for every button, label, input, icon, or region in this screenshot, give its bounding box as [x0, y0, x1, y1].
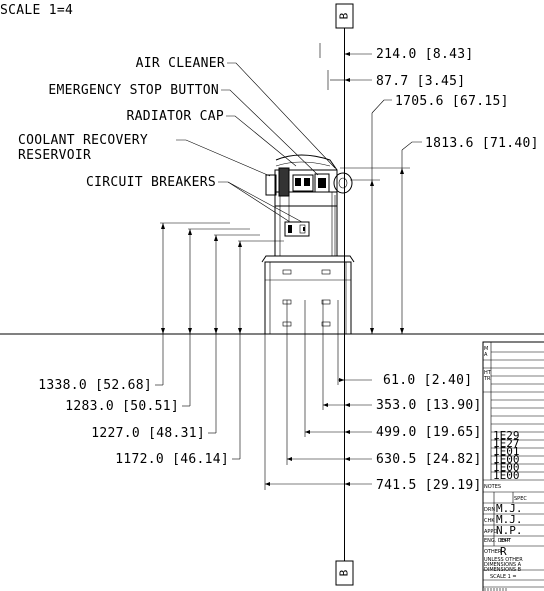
label-emergency-stop: EMERGENCY STOP BUTTON	[48, 83, 219, 98]
generator-drawing	[261, 154, 355, 335]
leader-coolant	[176, 139, 271, 177]
leader-emergency-stop	[221, 89, 319, 176]
tb-rev-3: 1E01	[493, 445, 520, 458]
tb-other-label: OTHER	[484, 549, 502, 555]
section-marker-bottom: B	[335, 560, 354, 586]
dim-top-4: 1813.6 [71.40]	[425, 136, 539, 151]
tb-scale-label: SCALE 1 =	[490, 574, 517, 580]
tb-exp-label: EXP	[500, 538, 510, 544]
label-coolant-2: RESERVOIR	[18, 148, 91, 163]
tb-rev-4: 1E00	[493, 453, 520, 466]
tb-rev-2: 1E27	[493, 437, 520, 450]
tb-side-m: M	[484, 346, 488, 352]
tb-spec: SPEC	[514, 496, 527, 502]
dim-bottom-5: 741.5 [29.19]	[376, 478, 482, 493]
tb-notes: NOTES	[484, 484, 501, 490]
leader-radiator-cap	[226, 115, 297, 167]
dim-bottom-1: 61.0 [2.40]	[383, 373, 472, 388]
tb-unless-3: DIMENSIONS B	[484, 567, 522, 573]
tb-rev-6: 1E00	[493, 469, 520, 482]
dim-bottom-2: 353.0 [13.90]	[376, 398, 482, 413]
tb-other-value: R	[500, 545, 507, 558]
tb-unless-2: DIMENSIONS A	[484, 562, 522, 568]
leader-air-cleaner	[227, 62, 336, 169]
dim-left-2: 1283.0 [50.51]	[65, 399, 179, 414]
dim-bottom-4: 630.5 [24.82]	[376, 452, 482, 467]
label-radiator-cap: RADIATOR CAP	[126, 109, 224, 124]
tb-chk-value: M.J.	[496, 513, 523, 526]
label-circuit-breakers: CIRCUIT BREAKERS	[86, 175, 216, 190]
tb-drn-value: M.J.	[496, 502, 523, 515]
tb-eng-label: ENG. DEPT	[484, 538, 512, 544]
dim-top-1: 214.0 [8.43]	[376, 47, 474, 62]
tb-appd-value: N.P.	[496, 524, 523, 537]
tb-drn-label: DRN	[484, 507, 495, 513]
dim-bottom-group	[264, 262, 372, 490]
scale-label: SCALE 1=4	[0, 3, 73, 18]
label-coolant-1: COOLANT RECOVERY	[18, 133, 148, 148]
tb-chk-label: CHK	[484, 518, 495, 524]
dim-top-2: 87.7 [3.45]	[376, 74, 465, 89]
label-air-cleaner: AIR CLEANER	[136, 56, 225, 71]
tb-side-a: A	[484, 352, 488, 358]
dim-bottom-3: 499.0 [19.65]	[376, 425, 482, 440]
tb-rev-1: 1E29	[493, 429, 520, 442]
svg-text:B: B	[338, 12, 351, 19]
title-block	[482, 341, 544, 591]
dim-left-3: 1227.0 [48.31]	[91, 426, 205, 441]
tb-side-tr: TR	[483, 376, 491, 382]
tb-side-ht: HT	[484, 370, 492, 376]
dim-left-4: 1172.0 [46.14]	[115, 452, 229, 467]
dim-top-3: 1705.6 [67.15]	[395, 94, 509, 109]
dim-left-group	[155, 222, 284, 460]
dim-top-group	[319, 43, 422, 334]
leader-circuit-breakers-2	[227, 181, 303, 223]
svg-text:B: B	[338, 569, 351, 576]
section-marker-top: B	[335, 3, 354, 29]
dim-left-1: 1338.0 [52.68]	[38, 378, 152, 393]
tb-unless-1: UNLESS OTHER	[484, 557, 523, 563]
tb-rev-5: 1E00	[493, 461, 520, 474]
tb-appd-label: APPD	[484, 529, 497, 535]
